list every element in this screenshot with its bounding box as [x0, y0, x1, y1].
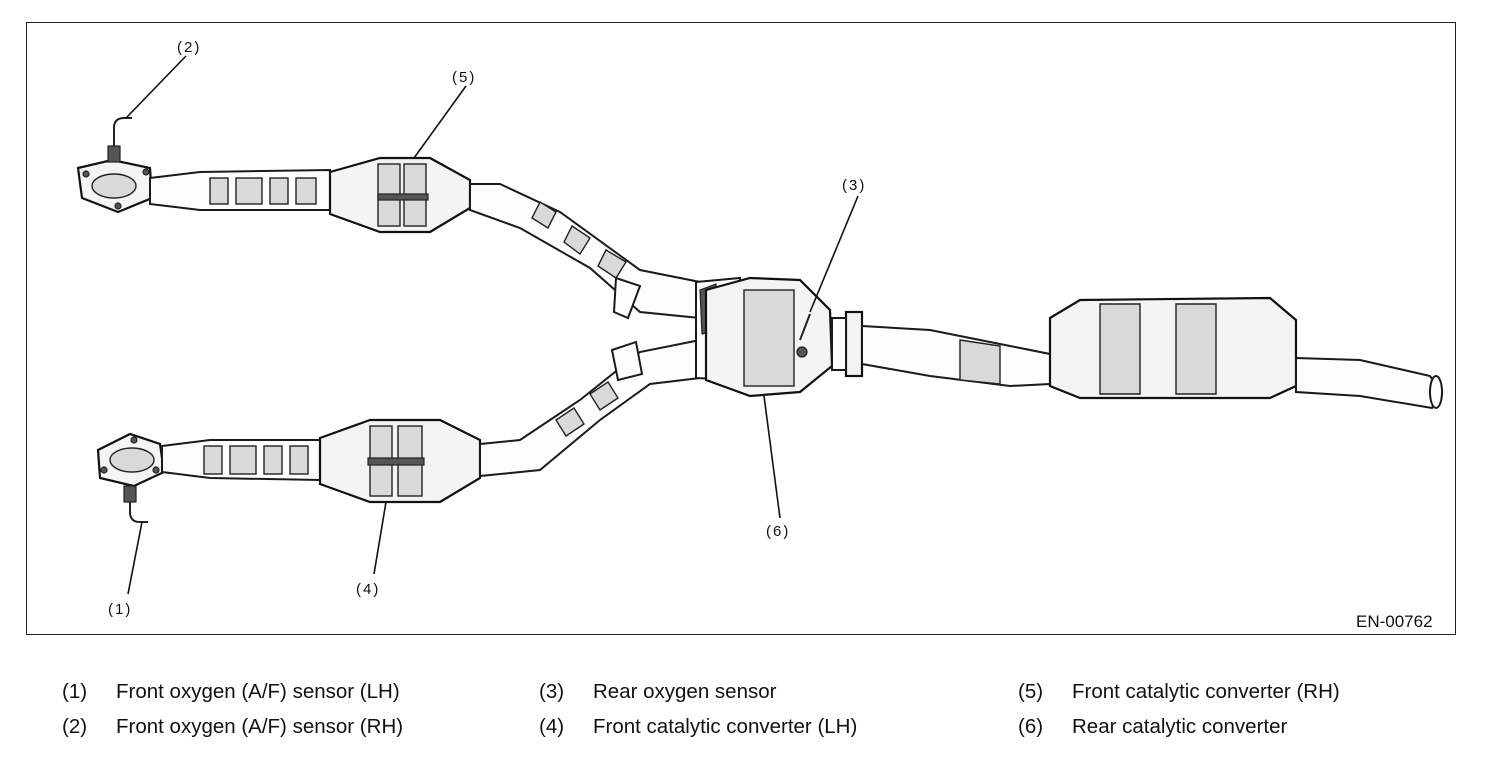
lh-flange	[96, 432, 166, 488]
legend-label: Front catalytic converter (RH)	[1072, 680, 1340, 703]
rear-flange	[831, 310, 864, 378]
rh-front-pipe	[149, 168, 331, 211]
center-pipe	[861, 324, 1051, 388]
front-catalytic-converter-lh	[318, 418, 482, 504]
leader-line-4	[373, 501, 387, 575]
legend: (1) Front oxygen (A/F) sensor (LH) (2) F…	[0, 672, 1504, 752]
lh-front-pipe	[161, 439, 321, 482]
callout-4: (4)	[356, 581, 380, 598]
rh-mid-pipe	[469, 183, 701, 320]
front-oxygen-sensor-rh	[107, 117, 132, 163]
front-catalytic-converter-rh	[328, 156, 472, 234]
muffler	[1048, 296, 1298, 400]
legend-number: (6)	[1018, 715, 1044, 738]
rh-flange	[76, 158, 154, 214]
callout-5: (5)	[452, 69, 476, 86]
legend-number: (5)	[1018, 680, 1044, 703]
legend-label: Rear catalytic converter	[1072, 715, 1288, 738]
rear-catalytic-converter	[704, 276, 834, 398]
callout-3: (3)	[842, 177, 866, 194]
lh-mid-pipe	[479, 338, 701, 478]
leader-line-1	[127, 521, 143, 595]
legend-number: (1)	[62, 680, 88, 703]
legend-label: Front oxygen (A/F) sensor (RH)	[116, 715, 404, 738]
legend-label: Front oxygen (A/F) sensor (LH)	[116, 680, 400, 703]
callout-1: (1)	[108, 601, 132, 618]
figure-frame	[26, 22, 1456, 635]
leader-line-5	[413, 85, 467, 159]
leader-line-2	[125, 55, 187, 119]
legend-number: (2)	[62, 715, 88, 738]
front-oxygen-sensor-lh	[123, 485, 148, 523]
legend-number: (3)	[539, 680, 565, 703]
leader-line-6	[763, 395, 781, 519]
callout-6: (6)	[766, 523, 790, 540]
exhaust-system-diagram: (2) (5) (3) (6) (4) (1) EN-00762	[76, 39, 1443, 631]
legend-label: Front catalytic converter (LH)	[593, 715, 858, 738]
tail-pipe	[1295, 356, 1443, 410]
leader-line-3	[809, 195, 859, 313]
callout-2: (2)	[177, 39, 201, 56]
legend-number: (4)	[539, 715, 565, 738]
legend-label: Rear oxygen sensor	[593, 680, 777, 703]
figure-id: EN-00762	[1356, 612, 1433, 631]
